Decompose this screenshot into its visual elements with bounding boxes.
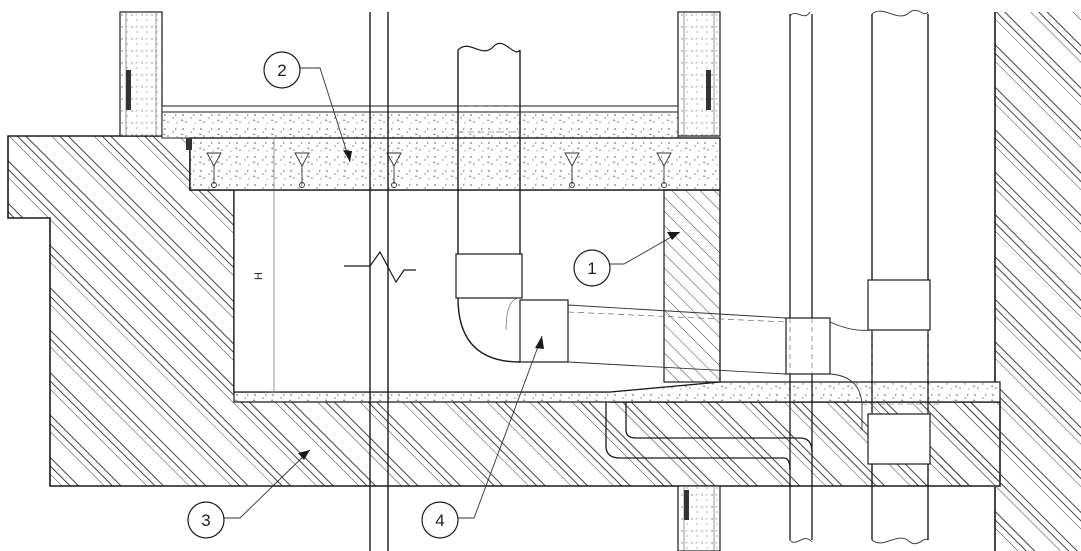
callout-2-label: 2 <box>277 61 286 80</box>
connection-curves <box>829 321 871 430</box>
callout-1: 1 <box>573 231 681 287</box>
callout-1-label: 1 <box>587 259 596 278</box>
upper-right-wall <box>677 11 721 137</box>
vertical-pipe-right-large <box>862 9 940 545</box>
anchor-icon <box>294 152 310 188</box>
vertical-riser-thin <box>344 12 416 551</box>
under-slab-pipe <box>605 402 813 471</box>
upper-left-wall <box>119 11 163 137</box>
callout-2: 2 <box>263 51 352 163</box>
callout-3: 3 <box>187 449 311 539</box>
anchor-icon <box>656 152 672 188</box>
lower-wall-stub <box>677 485 721 551</box>
dimension-label: H <box>253 272 265 280</box>
floor-slab <box>186 137 721 191</box>
callout-4-label: 4 <box>435 511 444 530</box>
anchor-icon <box>386 152 402 188</box>
vertical-pipe-right-slim <box>785 11 831 543</box>
hatched-block <box>663 189 721 383</box>
right-concrete-wall <box>940 12 1081 551</box>
height-dimension: H <box>253 137 280 393</box>
slab-anchors <box>206 152 672 188</box>
callout-3-label: 3 <box>201 511 210 530</box>
anchor-icon <box>206 152 222 188</box>
anchor-icon <box>564 152 580 188</box>
main-drain-pipe <box>455 42 787 375</box>
callout-4: 4 <box>421 335 544 539</box>
floor-finish <box>161 105 679 139</box>
